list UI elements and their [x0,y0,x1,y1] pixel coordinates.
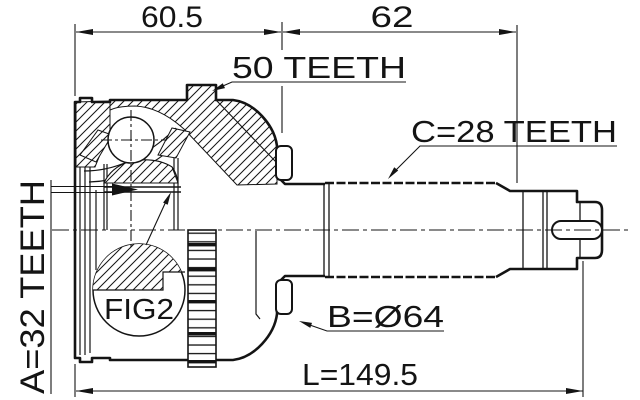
fig2-label: FIG2 [104,294,174,326]
ring-teeth-label: 50 TEETH [232,50,406,85]
overall-length-label: L=149.5 [302,357,418,392]
detail-balloon: FIG2 [92,192,186,337]
tone-ring-teeth [187,229,217,368]
detail-leader-arrow [163,192,171,205]
body-diameter-label: B=Ø64 [327,299,444,334]
inner-spline-label: A=32 TEETH [14,180,52,394]
shaft-spline-label: C=28 TEETH [411,114,617,149]
bell-shoulder-line [255,231,261,320]
dimension-arrows [76,29,583,394]
tone-ring-seam-line [215,99,278,164]
dimension-lines [74,22,584,397]
dim-62-label: 62 [371,1,414,34]
dim-60-5-label: 60.5 [141,1,203,34]
annotation-texts: 60.5 62 50 TEETH C=28 TEETH B=Ø64 L=149.… [14,1,617,394]
label-leader-arrows [112,83,399,328]
boot-lips [275,145,293,315]
centerlines [52,110,630,247]
